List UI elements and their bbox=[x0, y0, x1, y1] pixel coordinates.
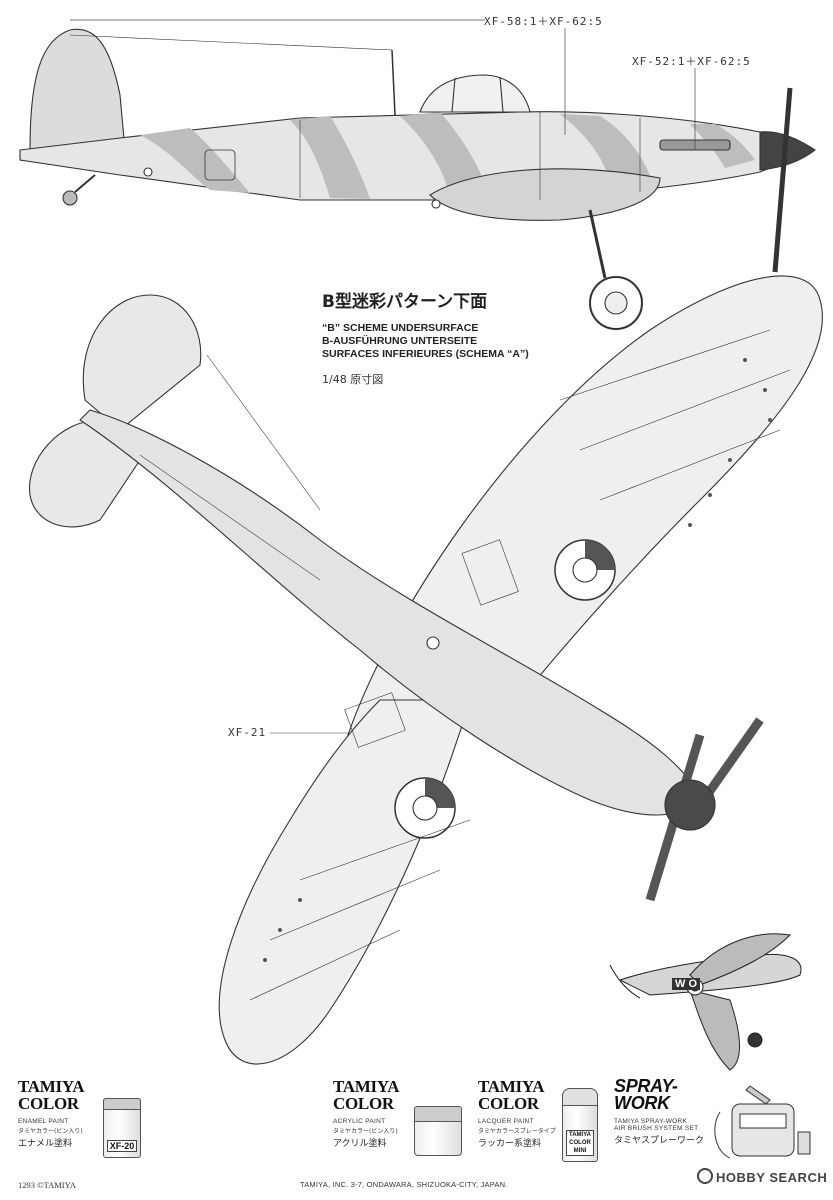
side-callout-leaders bbox=[70, 19, 696, 150]
ad-enamel-brand-2: COLOR bbox=[18, 1094, 79, 1113]
ad-acrylic-jp-small: タミヤカラー(ビン入り) bbox=[333, 1128, 398, 1135]
acrylic-jar-image bbox=[414, 1106, 462, 1156]
lacquer-can-label: TAMIYA COLOR MINI bbox=[566, 1130, 594, 1156]
ad-spraywork-type2: AIR BRUSH SYSTEM SET bbox=[614, 1125, 699, 1132]
ad-lacquer-type: LACQUER PAINT bbox=[478, 1118, 534, 1125]
title-english: “B” SCHEME UNDERSURFACE bbox=[322, 322, 479, 334]
title-french: SURFACES INFERIEURES (SCHEMA “A”) bbox=[322, 348, 529, 360]
ad-acrylic-brand-2: COLOR bbox=[333, 1094, 394, 1113]
ad-lacquer: TAMIYA COLOR LACQUER PAINT タミヤカラースプレータイプ… bbox=[478, 1078, 556, 1149]
ad-spraywork-brand-1: SPRAY- bbox=[614, 1076, 678, 1096]
scale-note: 1/48 原寸図 bbox=[322, 373, 384, 386]
footer-code: 1293 ©TAMIYA bbox=[18, 1180, 76, 1190]
ad-spraywork: SPRAY- WORK TAMIYA SPRAY-WORK AIR BRUSH … bbox=[614, 1076, 705, 1146]
footer-address: TAMIYA, INC. 3-7, ONDAWARA, SHIZUOKA-CIT… bbox=[300, 1180, 508, 1189]
scheme-title-block: B型迷彩パターン下面 “B” SCHEME UNDERSURFACE B-AUS… bbox=[322, 287, 529, 387]
ad-spraywork-type: TAMIYA SPRAY-WORK bbox=[614, 1118, 688, 1125]
watermark: HOBBY SEARCH bbox=[697, 1168, 827, 1185]
ad-lacquer-brand-2: COLOR bbox=[478, 1094, 539, 1113]
hobby-search-logo-icon bbox=[697, 1168, 713, 1184]
ad-enamel-brand-1: TAMIYA bbox=[18, 1077, 85, 1096]
ad-acrylic-brand-1: TAMIYA bbox=[333, 1077, 400, 1096]
title-german: B-AUSFÜHRUNG UNTERSEITE bbox=[322, 335, 478, 347]
ad-lacquer-brand-1: TAMIYA bbox=[478, 1077, 545, 1096]
ad-enamel-jp-big: エナメル塗料 bbox=[18, 1139, 73, 1149]
ad-lacquer-jp-small: タミヤカラースプレータイプ bbox=[478, 1128, 556, 1135]
enamel-bottle-image: XF-20 bbox=[103, 1098, 141, 1158]
callout-upper-color: XF-58:1＋XF-62:5 bbox=[484, 15, 603, 28]
ad-acrylic: TAMIYA COLOR ACRYLIC PAINT タミヤカラー(ビン入り) … bbox=[333, 1077, 400, 1149]
title-japanese: B型迷彩パターン下面 bbox=[322, 292, 488, 312]
ad-enamel-type: ENAMEL PAINT bbox=[18, 1118, 69, 1125]
ad-spraywork-brand-2: WORK bbox=[614, 1093, 670, 1113]
ad-spraywork-jp-big: タミヤスプレーワーク bbox=[614, 1136, 705, 1146]
ad-acrylic-jp-big: アクリル塗料 bbox=[333, 1139, 387, 1149]
callout-lower-color: XF-52:1＋XF-62:5 bbox=[632, 55, 751, 68]
ad-enamel: TAMIYA COLOR ENAMEL PAINT タミヤカラー(ビン入り) エ… bbox=[18, 1077, 85, 1149]
ad-lacquer-jp-big: ラッカー系塗料 bbox=[478, 1139, 542, 1149]
underside-view bbox=[29, 275, 823, 1065]
ad-enamel-jp-small: タミヤカラー(ビン入り) bbox=[18, 1128, 83, 1135]
side-profile bbox=[19, 28, 816, 330]
callout-underside-color: XF-21 bbox=[228, 726, 267, 739]
squadron-code: W O bbox=[672, 978, 700, 990]
lacquer-spray-can-image: TAMIYA COLOR MINI bbox=[562, 1088, 598, 1162]
ad-acrylic-type: ACRYLIC PAINT bbox=[333, 1118, 386, 1125]
underside-callout-leaders bbox=[139, 354, 350, 734]
watermark-text: HOBBY SEARCH bbox=[716, 1170, 828, 1185]
airbrush-set-image bbox=[714, 1085, 811, 1159]
thumbnail-aircraft bbox=[609, 933, 802, 1071]
enamel-bottle-label: XF-20 bbox=[107, 1140, 137, 1152]
